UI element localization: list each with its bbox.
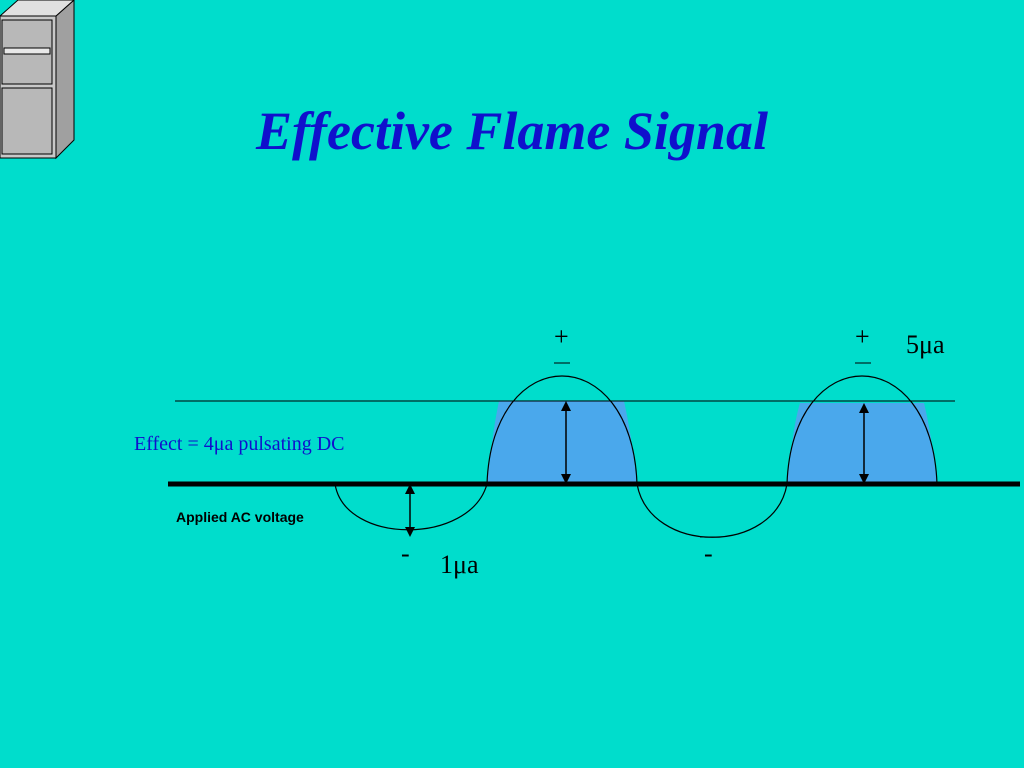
- ac-wave-negative-1: [334, 483, 488, 531]
- peak-current-label: 5μa: [906, 330, 945, 359]
- reverse-current-label: 1μa: [440, 550, 479, 579]
- page-title: Effective Flame Signal: [256, 101, 768, 161]
- minus-label-1: -: [401, 539, 410, 568]
- effect-label: Effect = 4μa pulsating DC: [134, 433, 344, 455]
- applied-ac-label: Applied AC voltage: [176, 509, 304, 525]
- ac-wave-positive-1: [486, 375, 638, 485]
- ac-wave-positive-2: [786, 375, 938, 485]
- plus-label-2: +: [855, 322, 870, 351]
- minus-label-2: -: [704, 539, 713, 568]
- filing-cabinet-icon: [0, 0, 75, 160]
- plus-label-1: +: [554, 322, 569, 351]
- dc-pulse-fill-2: [787, 403, 937, 484]
- ac-wave-negative-2: [636, 483, 788, 538]
- dc-pulse-fill-1: [487, 401, 637, 484]
